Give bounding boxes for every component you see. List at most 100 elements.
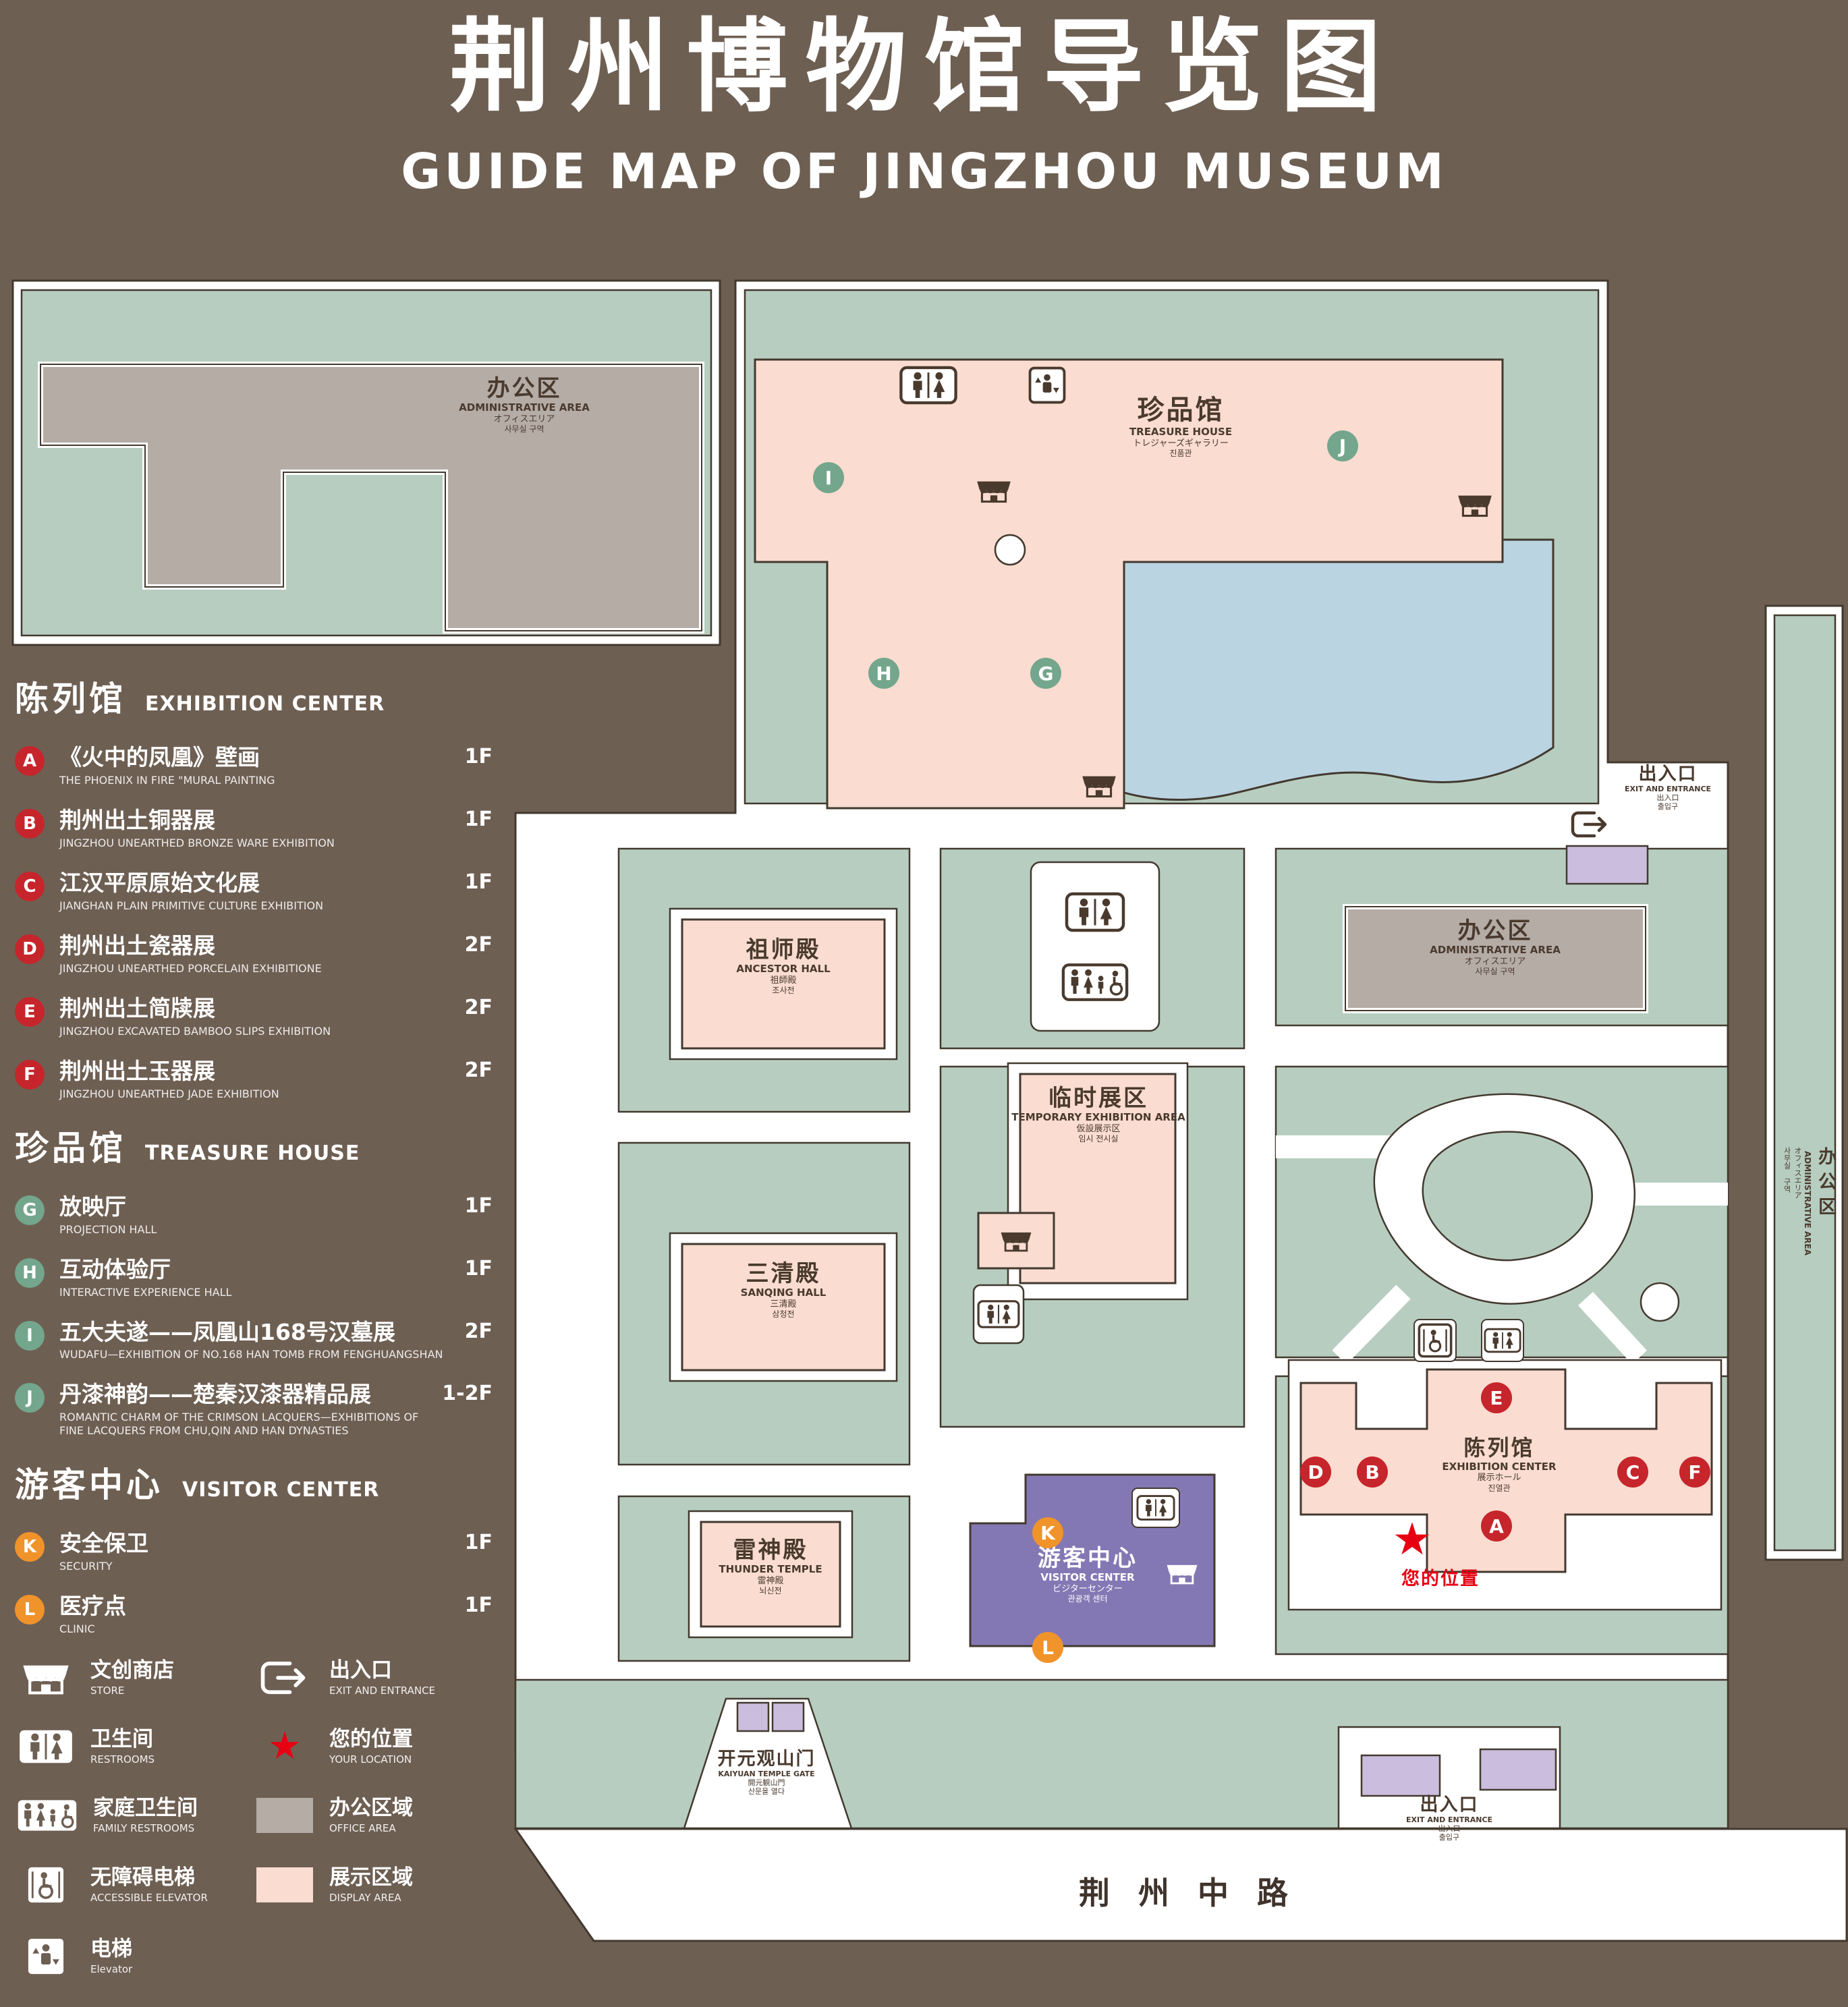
entrance-east: [1565, 845, 1649, 885]
exit-icon: [1568, 810, 1613, 839]
store-icon: [973, 476, 1015, 505]
map-marker-f: F: [1679, 1457, 1710, 1488]
green-east-strip: [1773, 614, 1837, 1552]
marker-j: J: [15, 1383, 45, 1413]
restroom-icon: [977, 1299, 1020, 1329]
marker-l: L: [15, 1595, 45, 1625]
building-treasure-house: [754, 358, 1504, 810]
map-marker-a: A: [1481, 1510, 1512, 1542]
section-visitor-center: 游客中心 VISITOR CENTER: [15, 1465, 380, 1505]
map-marker-e: E: [1481, 1382, 1512, 1413]
building-temporary-store: [977, 1212, 1055, 1270]
courtyard-restrooms: [1030, 861, 1160, 1032]
gate-opening: [683, 1697, 853, 1830]
building-thunder-temple: [700, 1521, 841, 1628]
map-marker-g: G: [1030, 658, 1061, 689]
elevator-icon: [1028, 366, 1066, 404]
store-icon: [997, 1228, 1035, 1253]
elevator-icon: [15, 1935, 77, 1977]
garden-island: [1422, 1131, 1593, 1262]
office-area-swatch: [256, 1798, 313, 1834]
your-location-star-icon: ★: [1392, 1513, 1432, 1565]
gate-pylon-a: [736, 1701, 770, 1732]
building-ancestor-hall: [681, 918, 886, 1050]
gate-pylon-b: [771, 1701, 805, 1732]
restroom-icon: [1136, 1494, 1175, 1521]
map-label-road: 荆州中路: [1079, 1875, 1316, 1911]
marker-k: K: [15, 1532, 45, 1562]
entrance-south-b: [1479, 1748, 1557, 1791]
building-exhibition-center: [1299, 1368, 1713, 1573]
marker-e: E: [15, 996, 45, 1027]
section-treasure-house: 珍品馆 TREASURE HOUSE: [15, 1128, 360, 1168]
restroom-icon: [1064, 892, 1126, 932]
store-icon: [1163, 1560, 1201, 1586]
entrance-south-a: [1360, 1754, 1441, 1797]
marker-b: B: [15, 808, 45, 839]
your-location-star-icon: ★: [267, 1724, 302, 1769]
marker-c: C: [15, 871, 45, 901]
restroom-icon: [899, 366, 958, 405]
section-exhibition-center: 陈列馆 EXHIBITION CENTER: [15, 679, 385, 718]
accessible-elevator-icon: [1418, 1323, 1453, 1358]
page-subtitle: GUIDE MAP OF JINGZHOU MUSEUM: [401, 143, 1447, 200]
marker-a: A: [15, 746, 45, 776]
store-icon: [15, 1659, 77, 1697]
marker-i: I: [15, 1320, 45, 1351]
marker-d: D: [15, 934, 45, 964]
accessible-elevator-icon: [15, 1864, 77, 1906]
restroom-icon: [1484, 1328, 1521, 1353]
page-title: 荆州博物馆导览图: [449, 9, 1399, 126]
marker-g: G: [15, 1195, 45, 1225]
map-marker-l: L: [1032, 1632, 1063, 1663]
map-marker-i: I: [813, 462, 844, 493]
display-area-swatch: [256, 1867, 313, 1903]
map-marker-c: C: [1617, 1457, 1648, 1488]
building-sanqing-hall: [681, 1243, 886, 1372]
restroom-icon: [15, 1726, 77, 1767]
marker-f: F: [15, 1059, 45, 1090]
family-restroom-icon: [15, 1797, 80, 1834]
map-marker-j: J: [1327, 430, 1358, 461]
store-icon: [1078, 771, 1120, 799]
family-restroom-icon: [1061, 963, 1129, 1002]
store-icon: [1454, 490, 1496, 519]
your-location-label: 您的位置: [1401, 1568, 1480, 1589]
map-marker-k: K: [1032, 1517, 1063, 1548]
